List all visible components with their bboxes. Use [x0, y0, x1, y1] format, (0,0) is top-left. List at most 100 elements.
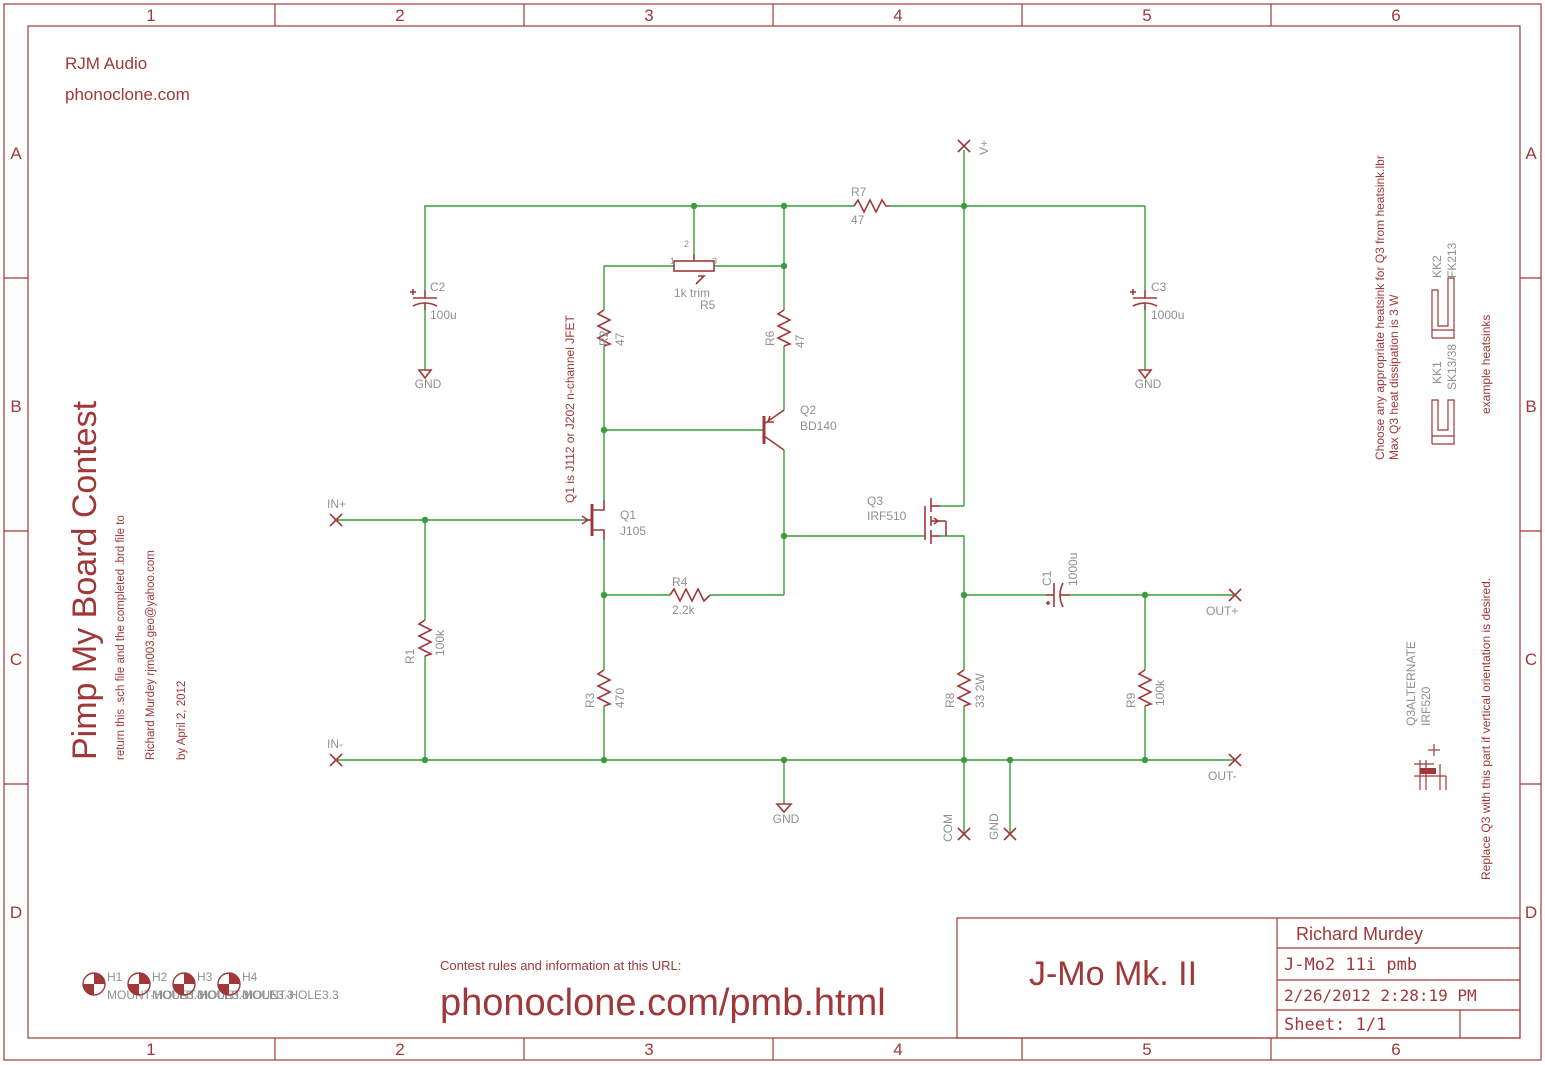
q3-name: Q3 [867, 494, 883, 508]
col-label-bottom: 5 [1142, 1040, 1151, 1059]
r5-pin3: 3 [712, 256, 717, 266]
r5-name: R5 [700, 298, 716, 312]
q1-name: Q1 [620, 508, 636, 522]
heatsink-kk1-symbol [1431, 399, 1455, 445]
kk2-name: KK2 [1430, 255, 1444, 278]
col-label-bottom: 6 [1391, 1040, 1400, 1059]
row-label-right: B [1525, 397, 1536, 416]
resistor-r6-symbol [776, 309, 793, 347]
ground-symbol-c3 [1137, 369, 1153, 380]
title-file: J-Mo2 11i pmb [1284, 955, 1417, 975]
port-com: COM [941, 814, 955, 842]
row-label-right: A [1525, 144, 1537, 163]
col-label-top: 1 [146, 6, 155, 25]
component-labels: C2 100u C3 1000u R7 47 1k trim R5 1 2 3 … [327, 185, 1238, 826]
port-vplus: V+ [977, 140, 991, 155]
r3-name: R3 [583, 692, 597, 708]
c1-value: 1000u [1066, 553, 1080, 586]
drawing-frame [3, 3, 1542, 1061]
c2-name: C2 [430, 280, 446, 294]
drawing-title: J-Mo Mk. II [1029, 955, 1197, 993]
side-title-block: Pimp My Board Contest [66, 400, 104, 760]
title-sheet: Sheet: 1/1 [1284, 1015, 1386, 1035]
replace-q3-note: Replace Q3 with this part if vertical or… [1479, 578, 1493, 880]
r6-name: R6 [763, 330, 777, 346]
gnd-label-c3: GND [1135, 377, 1162, 391]
row-label-left: C [10, 650, 22, 669]
resistor-r8-symbol [956, 669, 973, 707]
port-gnd: GND [987, 813, 1001, 840]
r4-name: R4 [672, 575, 688, 589]
heatsink-kk2-symbol [1431, 277, 1455, 339]
col-label-bottom: 1 [146, 1040, 155, 1059]
r5-pin2: 2 [684, 239, 689, 249]
c3-name: C3 [1151, 280, 1167, 294]
r3-value: 470 [613, 688, 627, 708]
hole-h3-name: H3 [197, 970, 213, 984]
mount-hole-h4: H4 MOUNT-HOLE3.3 [217, 970, 339, 1002]
q2-name: Q2 [800, 403, 816, 417]
resistor-r4-symbol [669, 587, 711, 603]
q3alt-value: IRF520 [1419, 686, 1433, 726]
transistor-q2-symbol [762, 409, 785, 451]
resistor-r7-symbol [853, 198, 890, 214]
row-label-right: C [1525, 650, 1537, 669]
mounting-holes: H1 MOUNT-HOLE3.3 H2 MOUNT-HOLE3.3 H3 MOU… [82, 970, 339, 1002]
hole-h4-value: MOUNT-HOLE3.3 [242, 988, 339, 1002]
q1-value: J105 [620, 524, 646, 538]
kk1-name: KK1 [1430, 361, 1444, 384]
company-website: phonoclone.com [65, 85, 190, 104]
row-label-right: D [1525, 903, 1537, 922]
col-label-top: 5 [1142, 6, 1151, 25]
title-block [956, 917, 1521, 1039]
contest-info: Contest rules and information at this UR… [440, 958, 681, 973]
col-label-bottom: 4 [893, 1040, 902, 1059]
r2-value: 47 [613, 332, 627, 346]
r6-value: 47 [793, 334, 807, 348]
r5-pin1: 1 [670, 256, 675, 266]
contest-url[interactable]: phonoclone.com/pmb.html [440, 982, 886, 1024]
port-out-plus: OUT+ [1206, 604, 1238, 618]
capacitor-c3-symbol [1130, 289, 1158, 310]
col-label-bottom: 3 [644, 1040, 653, 1059]
gnd-label-c2: GND [415, 377, 442, 391]
side-note-line2: Richard Murdey rjm003.geo@yahoo.com [145, 550, 157, 760]
resistor-r2-symbol [596, 309, 613, 347]
mosfet-q3alt-body [1420, 768, 1436, 774]
kk1-value: SK13/38 [1445, 344, 1459, 390]
title-date: 2/26/2012 2:28:19 PM [1284, 986, 1477, 1005]
c3-value: 1000u [1151, 308, 1184, 322]
resistor-r3-symbol [596, 669, 613, 707]
port-in-plus: IN+ [327, 497, 346, 511]
col-label-top: 4 [893, 6, 902, 25]
col-label-bottom: 2 [395, 1040, 404, 1059]
title-author: Richard Murdey [1296, 924, 1423, 944]
gnd-label-main: GND [773, 812, 800, 826]
side-note-line1: return this .sch file and the completed … [115, 515, 127, 760]
c1-name: C1 [1040, 570, 1054, 586]
r7-name: R7 [851, 185, 867, 199]
capacitor-c2-symbol [410, 289, 438, 310]
mosfet-q3alt-symbol [1414, 744, 1447, 790]
r9-name: R9 [1124, 692, 1138, 708]
q1-jfet-note: Q1 is J112 or J202 n-channel JFET [563, 314, 577, 503]
trimpot-r5-symbol [673, 254, 715, 285]
resistor-r9-symbol [1137, 669, 1154, 707]
row-label-left: D [10, 903, 22, 922]
r8-value: 33 2W [973, 673, 987, 708]
hole-h4-name: H4 [242, 970, 258, 984]
company-name: RJM Audio [65, 54, 147, 73]
q3-value: IRF510 [867, 509, 907, 523]
r7-value: 47 [851, 213, 865, 227]
side-note-line3: by April 2, 2012 [176, 681, 188, 760]
r2-name: R2 [597, 330, 611, 346]
net-junctions [421, 202, 1149, 764]
col-label-top: 3 [644, 6, 653, 25]
frame-grid-labels: 1 2 3 4 5 6 1 2 3 4 5 6 A B C D A B C D [10, 6, 1537, 1059]
jfet-q1-symbol [581, 500, 605, 540]
q2-value: BD140 [800, 419, 837, 433]
ground-symbol-main [775, 803, 793, 814]
r1-value: 100k [433, 629, 447, 656]
col-label-top: 2 [395, 6, 404, 25]
